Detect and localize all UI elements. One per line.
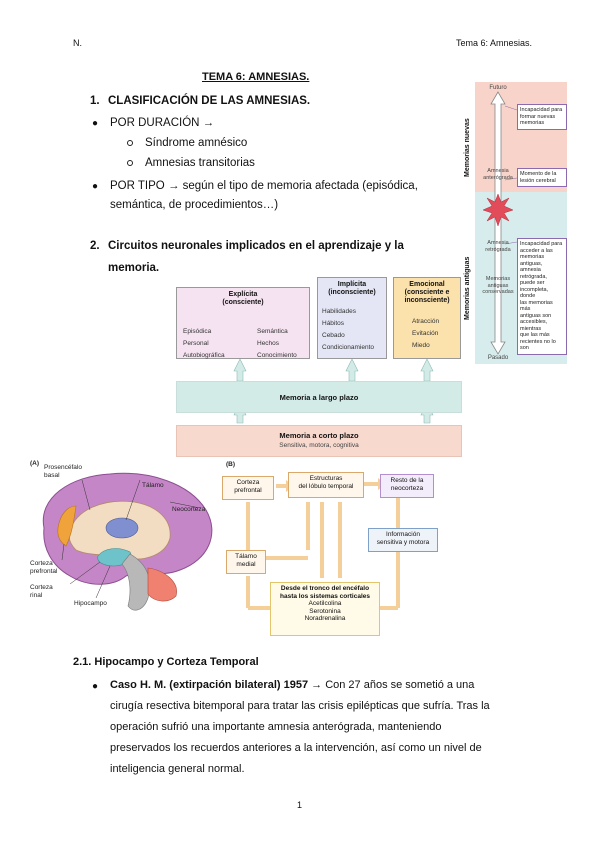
- bullet-por-tipo-line2: semántica, de procedimientos…): [110, 199, 279, 211]
- explicita-item: Conocimiento: [257, 352, 297, 359]
- sub-item-sindrome: Síndrome amnésico: [145, 137, 248, 149]
- case-hm-line3: operación sufrió una importante amnesia …: [110, 721, 442, 733]
- implicita-title: Implícita(inconsciente): [328, 281, 376, 296]
- lesion-burst-icon: [482, 193, 514, 227]
- circuit-tag: (B): [226, 461, 236, 468]
- explicita-item: Personal: [183, 340, 209, 347]
- label-pasado: Pasado: [487, 355, 509, 361]
- page-number: 1: [297, 800, 303, 810]
- box-largo-plazo: Memoria a largo plazo: [176, 381, 462, 413]
- sub-bullet-circle: [127, 160, 133, 166]
- case-hm-line2: cirugía resectiva bitemporal para tratar…: [110, 700, 490, 712]
- case-hm-bold: Caso H. M. (extirpación bilateral) 1957: [110, 679, 309, 691]
- box-corto-plazo: Memoria a corto plazo Sensitiva, motora,…: [176, 425, 462, 457]
- header-topic: Tema 6: Amnesias.: [455, 38, 532, 48]
- emocional-item: Evitación: [412, 330, 439, 337]
- brain-tag: (A): [30, 460, 40, 467]
- explicita-item: Autobiográfica: [183, 352, 225, 359]
- explicita-item: Hechos: [257, 340, 280, 347]
- memory-arrows: [233, 359, 434, 424]
- box-explicita: Explícita(consciente) Episódica Personal…: [176, 287, 310, 359]
- memory-types-figure: Explícita(consciente) Episódica Personal…: [176, 277, 462, 460]
- section-1-number: 1.: [90, 95, 100, 107]
- implicita-item: Habilidades: [322, 308, 356, 315]
- bullet-por-duracion: POR DURACIÓN →: [110, 117, 215, 129]
- case-hm-arrow: →: [311, 679, 323, 691]
- section-1-title: CLASIFICACIÓN DE LAS AMNESIAS.: [108, 95, 311, 107]
- section-2-title-line2: memoria.: [108, 262, 160, 274]
- header-author: N.: [73, 38, 82, 48]
- corto-plazo-label: Memoria a corto plazo: [279, 431, 359, 440]
- section-2-title-line1: Circuitos neuronales implicados en el ap…: [108, 240, 404, 252]
- implicita-item: Hábitos: [322, 320, 345, 327]
- case-hm-line5: inteligencia general normal.: [110, 763, 245, 775]
- explicita-item: Episódica: [183, 328, 212, 335]
- page-title: TEMA 6: AMNESIAS.: [202, 71, 310, 83]
- bullet-dot: ●: [92, 181, 99, 192]
- bullet-por-tipo-line1: POR TIPO → según el tipo de memoria afec…: [110, 180, 418, 192]
- bullet-dot: ●: [92, 118, 99, 129]
- bullet-dot: ●: [92, 681, 99, 692]
- case-hm-intro: Con 27 años se sometió a una: [322, 679, 475, 691]
- sub-bullet-circle: [127, 140, 133, 146]
- amnesia-timeline-figure: Memorias nuevas Memorias antiguas Futuro…: [461, 82, 567, 364]
- emocional-item: Miedo: [412, 342, 430, 349]
- case-hm-line4: preservados los recuerdos anteriores a l…: [110, 742, 482, 754]
- timeline-arrow: [482, 91, 518, 355]
- label-hipocampo: Hipocampo: [74, 600, 107, 607]
- corto-plazo-sub: Sensitiva, motora, cognitiva: [279, 442, 359, 449]
- implicita-item: Condicionamiento: [322, 344, 375, 351]
- case-hm-line1: Caso H. M. (extirpación bilateral) 1957 …: [110, 676, 525, 694]
- brain-illustration: [42, 472, 213, 611]
- box-tronco-encefalo: Desde el tronco del encéfalo hasta los s…: [270, 582, 380, 636]
- implicita-item: Cebado: [322, 332, 345, 339]
- explicita-title: Explícita(consciente): [222, 291, 264, 306]
- emocional-item: Atracción: [412, 318, 440, 325]
- label-neocorteza: Neocorteza: [172, 506, 206, 513]
- section-2-1-title: 2.1. Hipocampo y Corteza Temporal: [73, 656, 259, 668]
- largo-plazo-label: Memoria a largo plazo: [279, 393, 359, 402]
- sub-item-transitorias: Amnesias transitorias: [145, 157, 255, 169]
- label-talamo: Tálamo: [142, 482, 164, 489]
- label-futuro: Futuro: [489, 85, 507, 91]
- explicita-item: Semántica: [257, 328, 288, 335]
- section-2-number: 2.: [90, 240, 100, 252]
- box-implicita: Implícita(inconsciente) Habilidades Hábi…: [317, 277, 387, 359]
